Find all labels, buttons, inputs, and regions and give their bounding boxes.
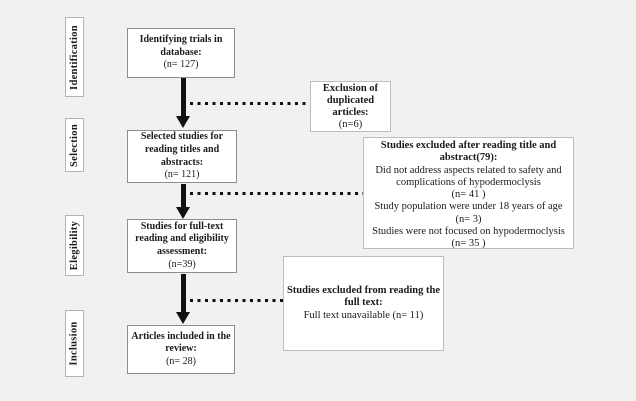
stage-label-identification: Identification [65, 17, 84, 97]
dotted-connector-fulltext [190, 299, 283, 302]
stage-label-text: Identification [69, 24, 80, 90]
box-included-articles: Articles included in the review: (n= 28) [127, 325, 235, 374]
down-arrow-1-shaft [181, 78, 186, 117]
down-arrow-3-head-icon [176, 312, 190, 324]
down-arrow-2-shaft [181, 184, 186, 208]
box-title: Studies for full-text reading and eligib… [135, 220, 229, 257]
box-count: (n= 28) [166, 355, 196, 367]
box-title: Identifying trials in database: [139, 34, 223, 58]
box-excluded-title-abstract: Studies excluded after reading title and… [363, 137, 574, 249]
down-arrow-2-head-icon [176, 207, 190, 219]
stage-label-text: Elegibility [69, 220, 81, 271]
stage-label-text: Selection [69, 123, 81, 167]
down-arrow-3-shaft [181, 274, 186, 313]
stage-label-elegibility: Elegibility [65, 215, 84, 276]
box-title: Studies excluded after reading title and… [380, 140, 557, 164]
box-excluded-duplicates: Exclusion of duplicated articles: (n=6) [310, 81, 391, 132]
box-fulltext-assessment: Studies for full-text reading and eligib… [127, 219, 237, 273]
box-count: (n= 121) [164, 169, 200, 181]
exclusion-reason-text: Studies were not focused on hypodermocly… [372, 226, 565, 238]
dotted-connector-duplicates [190, 102, 310, 105]
box-count: (n=6) [338, 118, 363, 130]
box-title: Studies excluded from reading the full t… [286, 284, 441, 309]
box-identified-trials: Identifying trials in database: (n= 127) [127, 28, 235, 78]
box-title: Exclusion of duplicated articles: [322, 82, 379, 118]
exclusion-reason-text: Study population were under 18 years of … [374, 201, 563, 213]
box-count: (n= 127) [163, 59, 199, 71]
stage-label-selection: Selection [65, 118, 84, 172]
box-selected-studies: Selected studies for reading titles and … [127, 130, 237, 183]
exclusion-reason-text: Did not address aspects related to safet… [375, 164, 562, 188]
box-excluded-fulltext: Studies excluded from reading the full t… [283, 256, 444, 351]
exclusion-reason-count: (n= 3) [455, 213, 482, 225]
dotted-connector-title-abstract [190, 192, 363, 195]
box-count: (n=39) [168, 258, 196, 270]
stage-label-text: Inclusion [69, 321, 81, 366]
exclusion-reason-count: (n= 35 ) [451, 238, 486, 250]
down-arrow-1-head-icon [176, 116, 190, 128]
stage-label-inclusion: Inclusion [65, 310, 84, 377]
box-title: Articles included in the review: [131, 330, 231, 355]
exclusion-reason-count: (n= 41 ) [451, 189, 486, 201]
box-title: Selected studies for reading titles and … [140, 131, 224, 168]
box-detail: Full text unavailable (n= 11) [303, 309, 424, 321]
